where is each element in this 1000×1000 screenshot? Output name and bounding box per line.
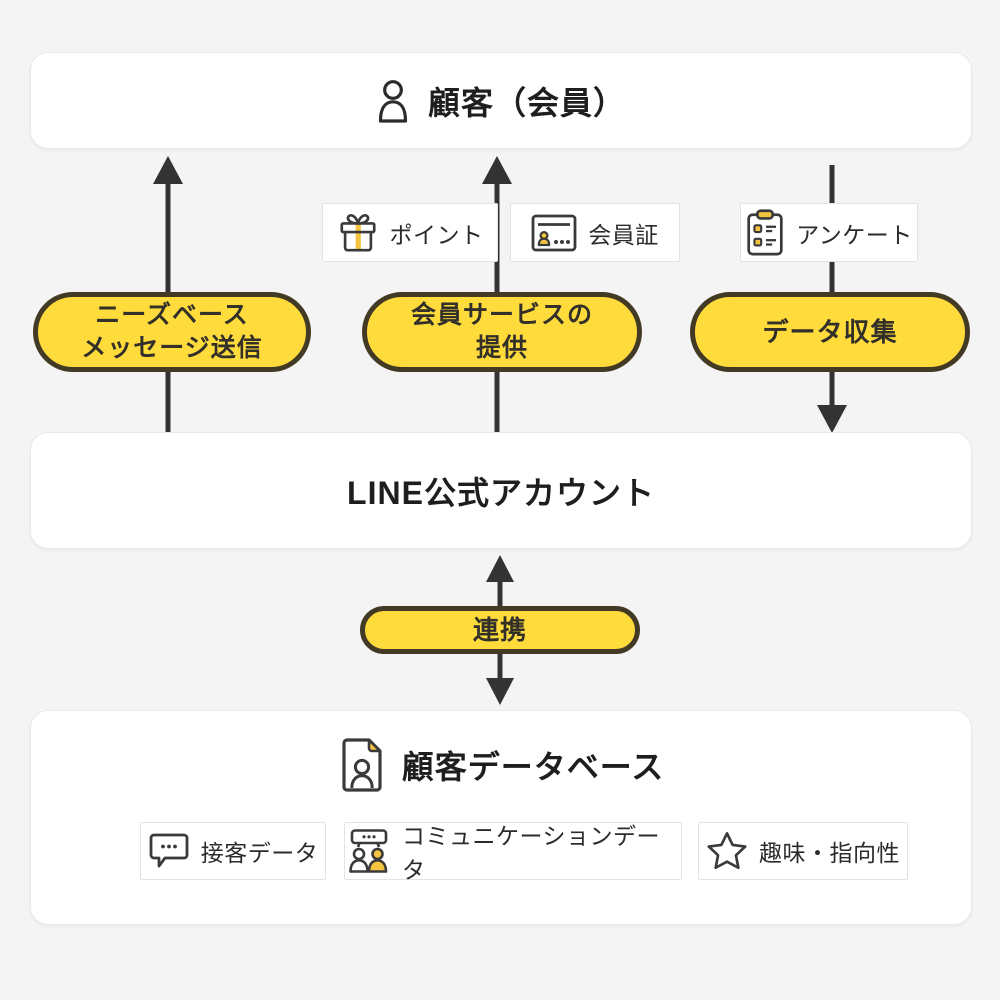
tag-member-card: 会員証 xyxy=(510,203,680,262)
pill-data-collection-label: データ収集 xyxy=(762,316,898,347)
data-collection-arrowhead-down xyxy=(817,405,847,433)
customer-database-title: 顧客データベース xyxy=(401,749,665,785)
customer-card: 顧客（会員） xyxy=(30,52,972,149)
link-arrowhead-down xyxy=(486,678,514,705)
tag-interests: 趣味・指向性 xyxy=(698,822,908,880)
customer-database-card: 顧客データベース xyxy=(30,710,972,925)
customer-database-header: 顧客データベース xyxy=(31,733,971,797)
tag-interests-label: 趣味・指向性 xyxy=(759,840,900,866)
needs-message-arrowhead-up xyxy=(153,156,183,184)
member-card-icon xyxy=(531,214,577,252)
star-icon xyxy=(706,831,748,871)
tag-points-label: ポイント xyxy=(389,221,484,248)
person-icon xyxy=(376,79,410,123)
link-arrowhead-up xyxy=(486,555,514,582)
survey-clipboard-icon xyxy=(745,208,785,257)
customer-card-title: 顧客（会員） xyxy=(427,84,626,121)
gift-icon xyxy=(337,212,379,254)
people-chat-icon xyxy=(345,828,391,874)
tag-communication-data-label: コミュニケーションデータ xyxy=(402,823,661,883)
chat-bubble-icon xyxy=(148,832,190,870)
tag-member-card-label: 会員証 xyxy=(588,221,659,248)
line-account-card-title: LINE公式アカウント xyxy=(347,474,655,511)
pill-link-label: 連携 xyxy=(472,614,527,645)
pill-member-service: 会員サービスの 提供 xyxy=(362,292,642,372)
tag-survey-label: アンケート xyxy=(796,221,913,248)
line-account-card: LINE公式アカウント xyxy=(30,432,972,549)
tag-communication-data: コミュニケーションデータ xyxy=(344,822,682,883)
pill-data-collection: データ収集 xyxy=(690,292,970,372)
pill-needs-message-line2: メッセージ送信 xyxy=(81,334,263,362)
pill-member-service-line1: 会員サービスの xyxy=(410,301,593,329)
pill-member-service-line2: 提供 xyxy=(475,334,528,362)
pill-needs-message-line1: ニーズベース xyxy=(95,301,249,329)
document-person-icon xyxy=(338,736,386,794)
tag-service-data-label: 接客データ xyxy=(200,840,319,866)
tag-points: ポイント xyxy=(322,203,498,262)
pill-needs-message: ニーズベース メッセージ送信 xyxy=(33,292,311,372)
tag-service-data: 接客データ xyxy=(140,822,326,880)
member-service-arrowhead-up xyxy=(482,156,512,184)
tag-survey: アンケート xyxy=(740,203,918,262)
pill-link: 連携 xyxy=(360,606,640,654)
